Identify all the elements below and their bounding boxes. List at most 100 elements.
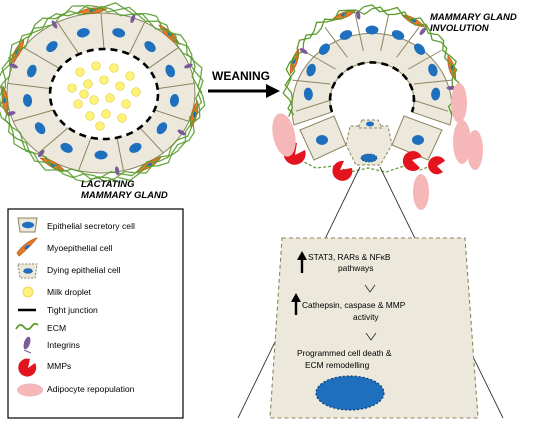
cell-wall bbox=[324, 27, 348, 58]
nucleus bbox=[303, 87, 313, 101]
cell-wall bbox=[128, 21, 146, 55]
cell-wall bbox=[148, 47, 179, 69]
cell-wall bbox=[78, 137, 92, 171]
process-step2-line2: activity bbox=[353, 312, 379, 322]
cell-wall bbox=[23, 47, 60, 69]
legend-ecm: ECM bbox=[47, 323, 66, 333]
legend-mmps: MMPs bbox=[47, 361, 71, 371]
lower-cell-right-nucleus bbox=[412, 135, 424, 145]
legend-myoepithelial: Myoepithelial cell bbox=[47, 243, 113, 253]
weaning-arrow-icon bbox=[208, 84, 280, 98]
cell-wall bbox=[380, 14, 390, 51]
nucleus bbox=[391, 30, 405, 40]
milk-droplet bbox=[67, 83, 77, 93]
nucleus bbox=[339, 30, 353, 40]
lactating-cell-walls bbox=[7, 12, 195, 171]
milk-droplet-icon bbox=[22, 286, 34, 298]
process-step3-line1: Programmed cell death & bbox=[297, 348, 392, 358]
cell-wall bbox=[295, 99, 333, 112]
process-step1-line2: pathways bbox=[338, 263, 373, 273]
nucleus bbox=[60, 142, 73, 153]
integrin bbox=[9, 63, 18, 69]
cell-wall bbox=[413, 79, 452, 85]
cell-wall bbox=[411, 99, 449, 112]
legend-adipocyte: Adipocyte repopulation bbox=[47, 384, 135, 394]
milk-droplet bbox=[79, 89, 89, 99]
cell-wall bbox=[100, 12, 105, 50]
milk-droplet bbox=[117, 113, 127, 123]
nucleus bbox=[94, 150, 108, 160]
up-arrow-icon bbox=[297, 251, 307, 273]
dying-cell-icon bbox=[17, 263, 38, 279]
lactating-nuclei bbox=[23, 28, 179, 160]
weaning-label: WEANING bbox=[212, 69, 270, 83]
cell-wall bbox=[157, 82, 195, 90]
nucleus bbox=[34, 122, 46, 135]
cell-wall bbox=[292, 79, 331, 85]
nucleus bbox=[46, 41, 58, 53]
milk-droplet bbox=[115, 81, 125, 91]
involution-nuclei bbox=[303, 25, 441, 101]
ecm-fiber-degraded bbox=[299, 159, 437, 173]
milk-droplet bbox=[99, 75, 109, 85]
nucleus bbox=[365, 25, 379, 35]
nucleus bbox=[23, 93, 33, 107]
nucleus bbox=[414, 43, 426, 55]
integrin bbox=[419, 27, 427, 35]
integrin bbox=[356, 10, 361, 20]
dying-nucleus-icon bbox=[360, 153, 378, 163]
integrin-icon bbox=[23, 336, 32, 354]
lactating-label-line2: MAMMARY GLAND bbox=[81, 190, 168, 201]
milk-droplet bbox=[75, 67, 85, 77]
milk-droplet bbox=[83, 79, 93, 89]
dying-nucleus-icon bbox=[315, 375, 385, 411]
integrin bbox=[115, 166, 120, 176]
milk-droplets bbox=[67, 61, 141, 131]
chevron-down-icon bbox=[365, 332, 377, 341]
milk-droplet bbox=[109, 63, 119, 73]
process-step3-line2: ECM remodelling bbox=[305, 360, 370, 370]
cell-wall bbox=[12, 109, 54, 122]
cell-wall bbox=[354, 14, 364, 51]
nucleus bbox=[129, 142, 142, 153]
integrin bbox=[6, 111, 16, 116]
involuting-gland bbox=[272, 4, 483, 210]
nucleus bbox=[144, 41, 156, 53]
dying-cell-top-nucleus bbox=[366, 121, 374, 127]
milk-droplet bbox=[105, 93, 115, 103]
cell-wall bbox=[396, 27, 420, 58]
lactating-gland bbox=[0, 2, 206, 183]
lactating-tight-junctions bbox=[48, 47, 160, 141]
legend-dying-cell: Dying epithelial cell bbox=[47, 265, 121, 275]
adipocyte-icon bbox=[272, 83, 483, 210]
lower-cell-left-nucleus bbox=[316, 135, 328, 145]
cell-wall bbox=[7, 82, 51, 90]
integrin bbox=[130, 14, 136, 24]
milk-droplet bbox=[89, 95, 99, 105]
nucleus bbox=[318, 43, 330, 55]
adipocyte-icon bbox=[17, 383, 43, 397]
ecm-fiber bbox=[284, 6, 460, 116]
ecm-icon bbox=[15, 322, 39, 331]
involution-label-line2: INVOLUTION bbox=[430, 23, 490, 34]
chevron-down-icon bbox=[364, 284, 376, 293]
dying-cell-zoom bbox=[269, 237, 479, 419]
myoepithelial-cell-icon bbox=[16, 237, 38, 257]
cell-wall bbox=[154, 109, 190, 122]
legend-milk-droplet: Milk droplet bbox=[47, 287, 92, 297]
epithelial-cell-icon bbox=[17, 217, 38, 233]
milk-droplet bbox=[125, 71, 135, 81]
milk-droplet bbox=[131, 87, 141, 97]
cell-wall bbox=[139, 127, 164, 154]
lactating-label-line1: LACTATING bbox=[81, 179, 135, 190]
process-step1-line1: STAT3, RARs & NFκB bbox=[308, 252, 391, 262]
involution-cell-walls bbox=[292, 14, 452, 112]
involution-tight-junctions bbox=[328, 61, 416, 113]
nucleus bbox=[306, 63, 316, 77]
cell-wall bbox=[56, 21, 80, 55]
milk-droplet bbox=[91, 61, 101, 71]
integrin bbox=[177, 129, 186, 136]
milk-droplet bbox=[85, 111, 95, 121]
